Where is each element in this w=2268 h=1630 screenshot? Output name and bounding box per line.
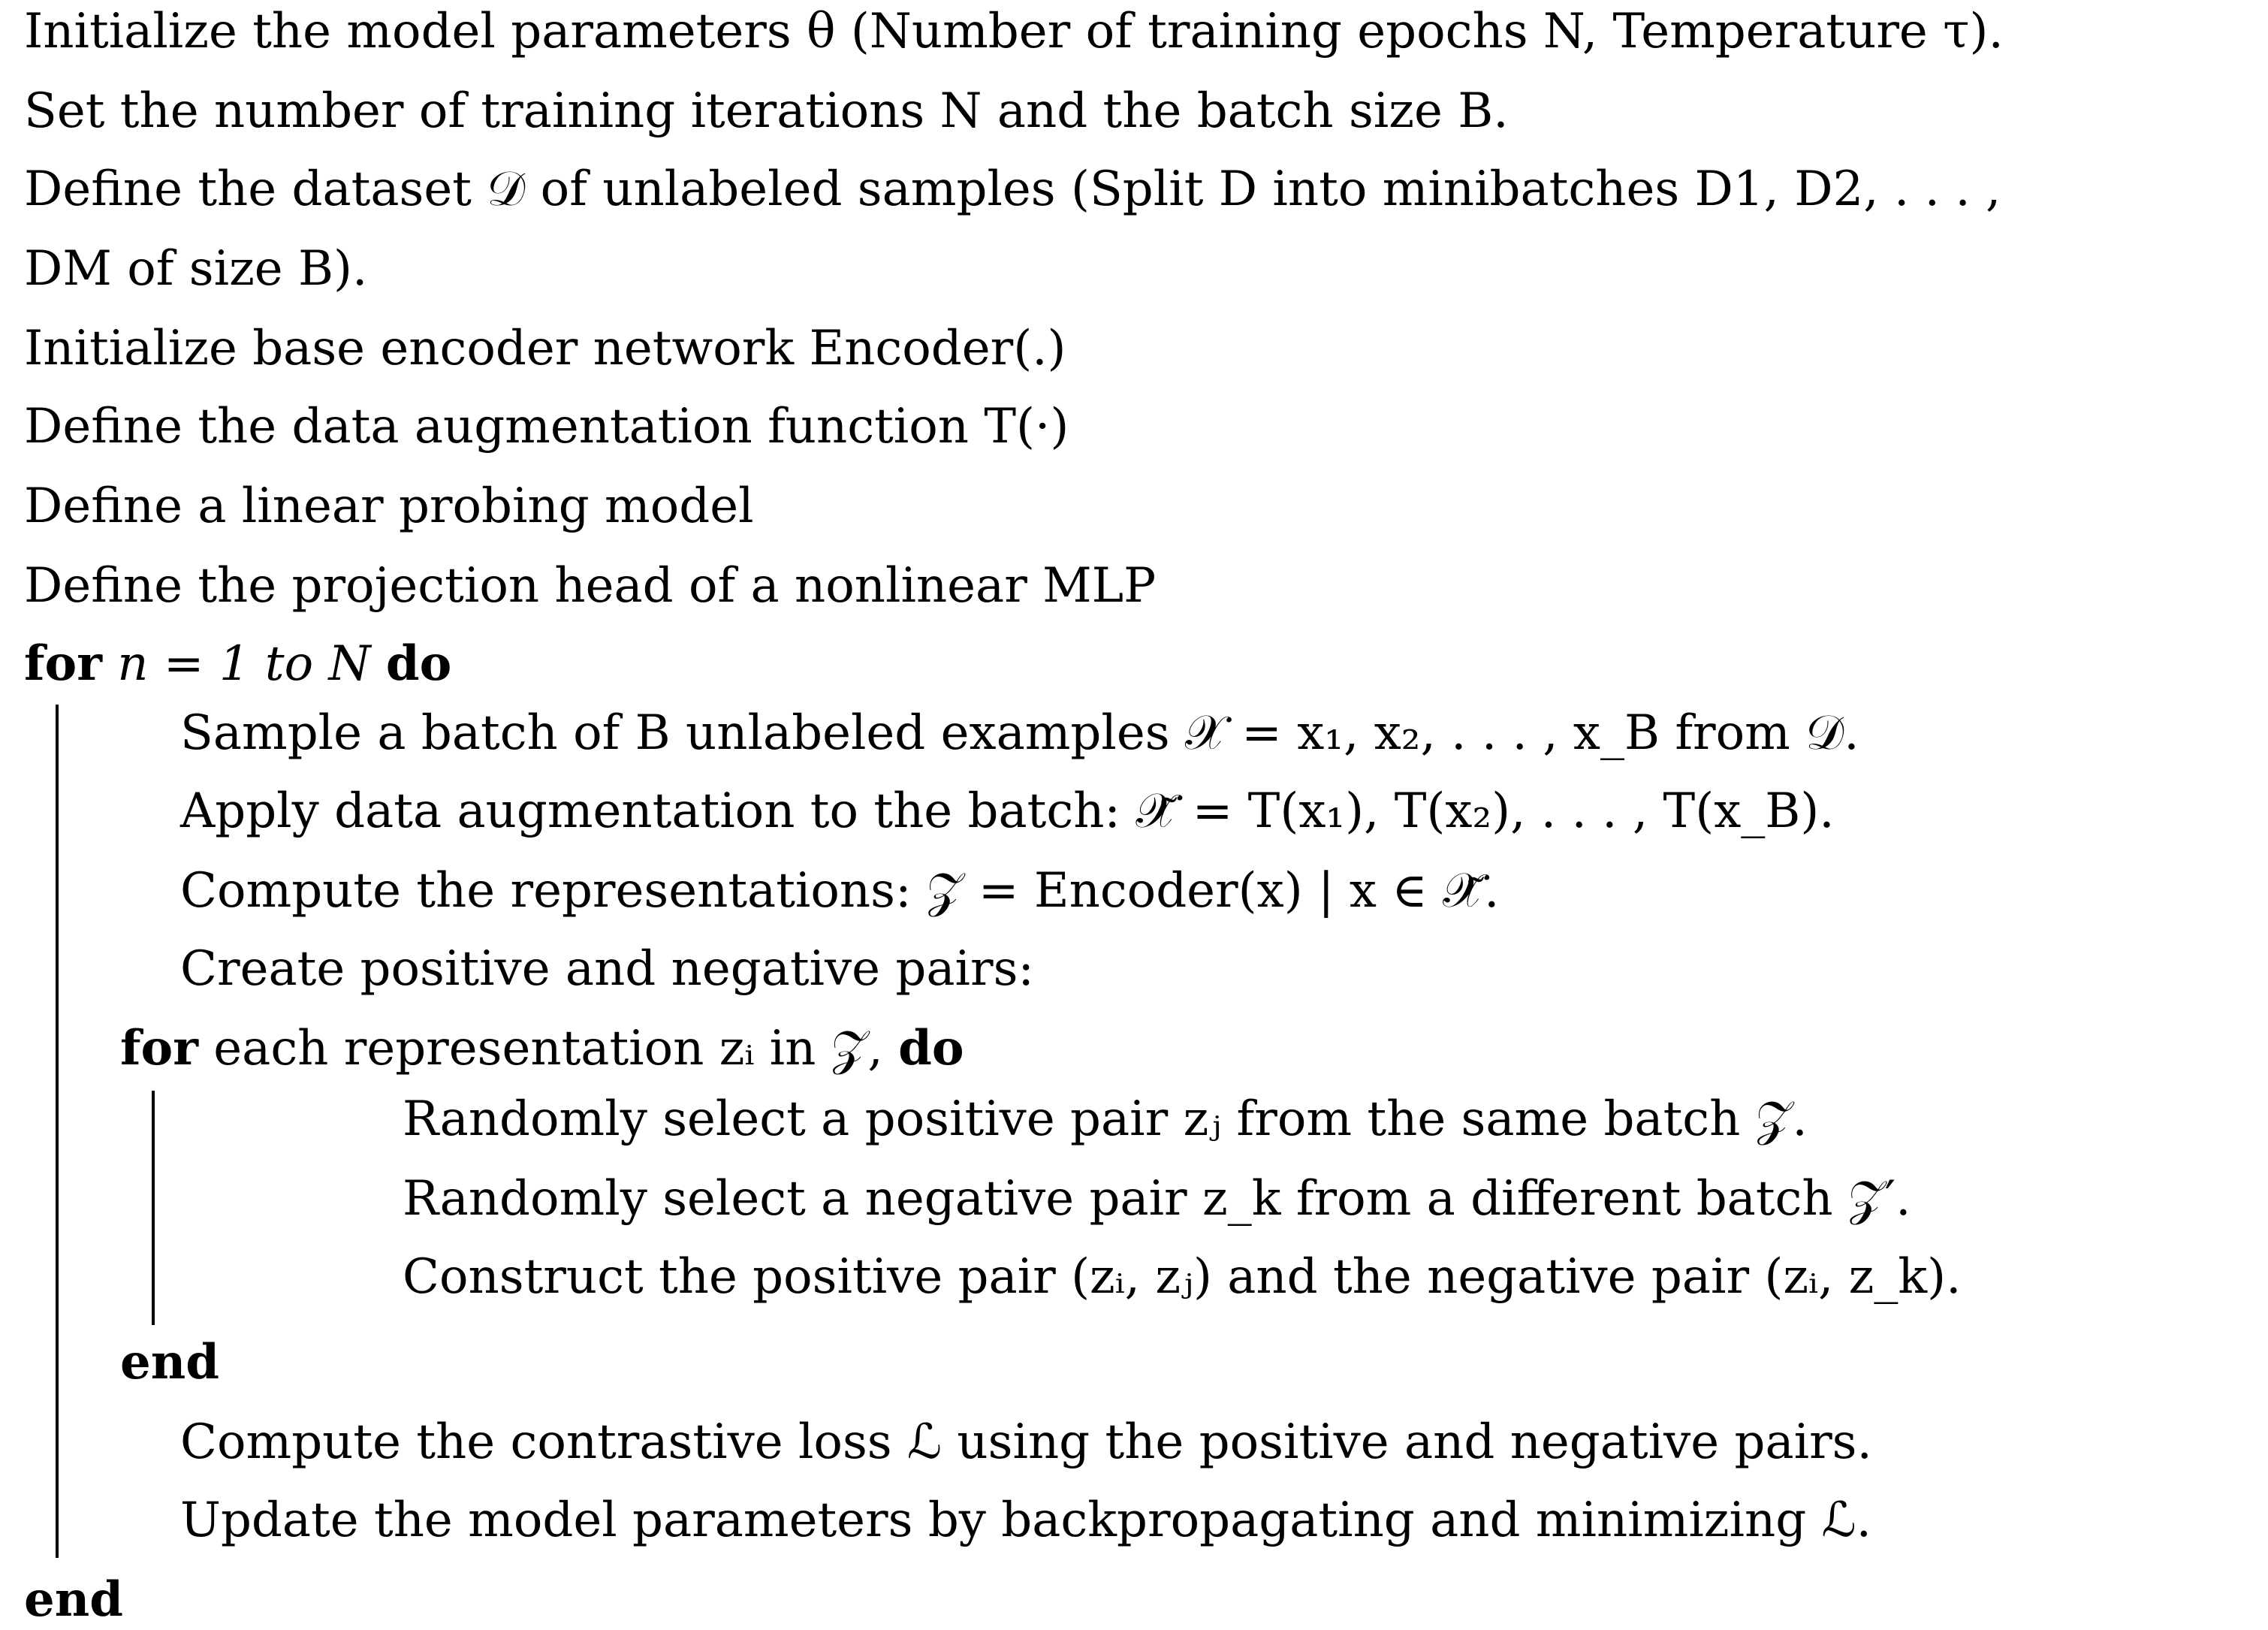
init-line-1: Initialize the model parameters θ (Numbe… [24,4,2004,59]
inner-body-line-1: Randomly select a positive pair zⱼ from … [403,1091,1808,1147]
init-line-8: Define the projection head of a nonlinea… [24,558,1157,614]
inner-loop-rule [152,1091,155,1325]
inner-do-keyword: do [898,1020,964,1076]
outer-body-line-5: Compute the contrastive loss ℒ using the… [180,1414,1872,1470]
outer-body-line-6: Update the model parameters by backpropa… [180,1493,1871,1548]
outer-for-condition: n = 1 to N [117,636,371,692]
init-line-7: Define a linear probing model [24,478,754,534]
inner-for-header: for each representation zᵢ in 𝒵, do [120,1019,964,1079]
outer-end-keyword: end [24,1571,123,1628]
inner-for-keyword: for [120,1020,198,1076]
outer-body-line-2: Apply data augmentation to the batch: 𝒳̃… [180,783,1835,839]
outer-body-line-1: Sample a batch of B unlabeled examples 𝒳… [180,705,1859,761]
inner-for-condition: each representation zᵢ in 𝒵, [213,1021,883,1076]
init-line-3: Define the dataset 𝒟 of unlabeled sample… [24,161,2001,217]
init-line-6: Define the data augmentation function T(… [24,399,1069,454]
outer-for-header: for n = 1 to N do [24,634,451,694]
inner-body-line-2: Randomly select a negative pair z_k from… [403,1171,1911,1227]
inner-end-keyword: end [120,1334,219,1390]
inner-body-line-3: Construct the positive pair (zᵢ, zⱼ) and… [403,1249,1962,1305]
outer-body-line-4: Create positive and negative pairs: [180,941,1034,997]
outer-body-line-3: Compute the representations: 𝒵 = Encoder… [180,863,1500,919]
outer-do-keyword: do [385,635,452,692]
outer-loop-rule [56,705,59,1558]
init-line-4: DM of size B). [24,241,368,297]
init-line-5: Initialize base encoder network Encoder(… [24,321,1066,376]
init-line-2: Set the number of training iterations N … [24,83,1509,139]
outer-for-keyword: for [24,635,102,692]
